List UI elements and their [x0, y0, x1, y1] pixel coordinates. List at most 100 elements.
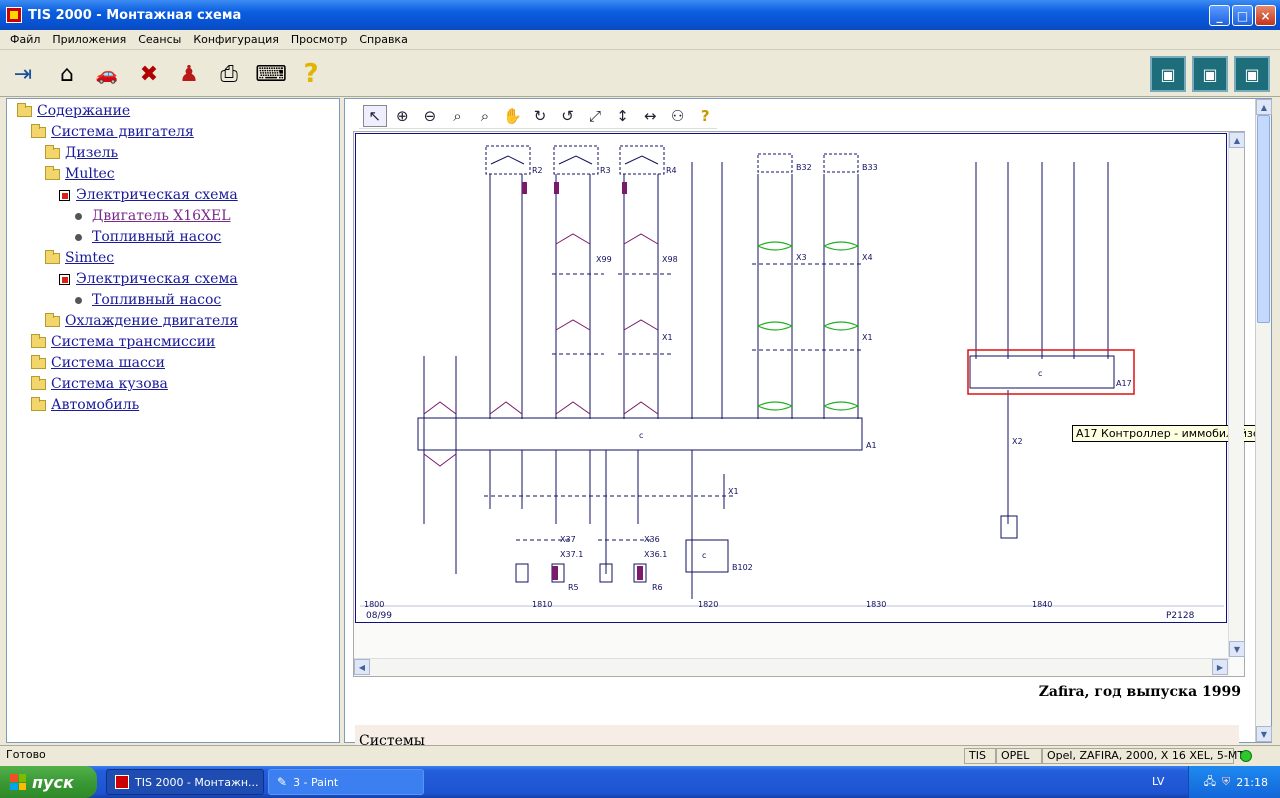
tree-item-label[interactable]: Simtec	[65, 250, 114, 266]
tree-item-label[interactable]: Система кузова	[51, 376, 168, 392]
scroll-up-icon[interactable]: ▲	[1229, 132, 1245, 148]
fit-window-icon[interactable]: ⤢	[583, 105, 607, 127]
folder-icon	[45, 148, 60, 159]
car-model-icon[interactable]: ▣	[1234, 56, 1270, 92]
tree-item[interactable]: Simtec	[45, 250, 114, 266]
folder-icon	[31, 127, 46, 138]
help-icon[interactable]: ?	[693, 105, 717, 127]
pan-hand-icon[interactable]: ✋	[501, 105, 525, 127]
exit-icon[interactable]: ⇥	[8, 59, 38, 89]
schematic-doc-icon	[59, 190, 70, 201]
tree-item-label[interactable]: Multec	[65, 166, 115, 182]
svg-text:ⅽ: ⅽ	[639, 431, 643, 440]
network-icon[interactable]: 🖧	[1204, 773, 1216, 792]
tree-item[interactable]: Multec	[45, 166, 115, 182]
tree-item[interactable]: Содержание	[17, 103, 130, 119]
menu-applications[interactable]: Приложения	[46, 33, 132, 46]
car-repair-icon[interactable]: 🚗	[92, 59, 122, 89]
connector-x36-1-label: X36.1	[644, 550, 667, 559]
tree-item[interactable]: Автомобиль	[31, 397, 139, 413]
car-service-icon[interactable]: ▣	[1192, 56, 1228, 92]
tree-item[interactable]: Система кузова	[31, 376, 168, 392]
diagram-horizontal-scrollbar[interactable]: ◀ ▶	[354, 658, 1230, 676]
folder-icon	[45, 316, 60, 327]
menu-configuration[interactable]: Конфигурация	[187, 33, 285, 46]
tree-item-label[interactable]: Система шасси	[51, 355, 165, 371]
tree-item-label[interactable]: Электрическая схема	[76, 187, 238, 203]
page-scroll-down-icon[interactable]: ▼	[1256, 726, 1272, 742]
stop-icon[interactable]: ✖	[134, 59, 164, 89]
rotate-right-icon[interactable]: ↻	[528, 105, 552, 127]
bullet-icon	[75, 297, 82, 304]
scroll-left-icon[interactable]: ◀	[354, 659, 370, 675]
keyboard-icon[interactable]: ⌨	[256, 59, 286, 89]
tree-item-label[interactable]: Система двигателя	[51, 124, 194, 140]
diagram-viewer: R2 R3 R4 B32 B33 X99 X98 X3 X4 X1 X1 A1 …	[353, 131, 1245, 677]
menu-file[interactable]: Файл	[4, 33, 46, 46]
diagram-vertical-scrollbar[interactable]: ▲ ▼	[1228, 132, 1244, 657]
sensor-b102-label: B102	[732, 563, 753, 572]
minimize-button[interactable]: _	[1209, 5, 1230, 26]
components-icon[interactable]: ⚇	[666, 105, 690, 127]
title-bar: TIS 2000 - Монтажная схема _ □ ×	[0, 0, 1280, 30]
tree-item-label[interactable]: Топливный насос	[92, 292, 221, 308]
connector-x1-right-label: X1	[862, 333, 873, 342]
page-scroll-up-icon[interactable]: ▲	[1256, 99, 1272, 115]
tree-item-label[interactable]: Система трансмиссии	[51, 334, 215, 350]
page-scroll-thumb[interactable]	[1257, 115, 1270, 323]
tree-item[interactable]: Дизель	[45, 145, 118, 161]
security-icon[interactable]: ⛨	[1222, 775, 1230, 789]
zoom-in-icon[interactable]: ⊕	[391, 105, 415, 127]
rotate-left-icon[interactable]: ↺	[556, 105, 580, 127]
tree-item[interactable]: Система двигателя	[31, 124, 194, 140]
app-icon	[6, 7, 22, 23]
task-tis2000[interactable]: TIS 2000 - Монтажн...	[106, 769, 264, 795]
tree-item[interactable]: Система шасси	[31, 355, 165, 371]
tree-item[interactable]: Двигатель X16XEL	[73, 208, 231, 224]
scroll-down-icon[interactable]: ▼	[1229, 641, 1245, 657]
menu-help[interactable]: Справка	[353, 33, 413, 46]
task-paint[interactable]: ✎ 3 - Paint	[268, 769, 424, 795]
tree-item[interactable]: Охлаждение двигателя	[45, 313, 238, 329]
tree-item[interactable]: Электрическая схема	[59, 271, 238, 287]
menu-view[interactable]: Просмотр	[285, 33, 353, 46]
zoom-icon[interactable]: ⌕	[446, 105, 470, 127]
sensor-b32-label: B32	[796, 163, 812, 172]
task-paint-label: 3 - Paint	[293, 776, 338, 789]
connector-x37-label: X37	[560, 535, 576, 544]
zoom-out-icon[interactable]: ⊖	[418, 105, 442, 127]
home-icon[interactable]: ⌂	[52, 59, 82, 89]
folder-icon	[31, 358, 46, 369]
fit-height-icon[interactable]: ↕	[611, 105, 635, 127]
tree-item-label[interactable]: Содержание	[37, 103, 130, 119]
relay-r3-label: R3	[600, 166, 611, 175]
car-diagnostics-icon[interactable]: ▣	[1150, 56, 1186, 92]
tree-item[interactable]: Система трансмиссии	[31, 334, 215, 350]
pointer-tool-icon[interactable]: ↖	[363, 105, 387, 127]
tree-item-label[interactable]: Электрическая схема	[76, 271, 238, 287]
scroll-right-icon[interactable]: ▶	[1212, 659, 1228, 675]
status-tis: TIS	[964, 748, 996, 764]
connector-x99-label: X99	[596, 255, 612, 264]
tree-item-label[interactable]: Автомобиль	[51, 397, 139, 413]
wiring-diagram[interactable]: R2 R3 R4 B32 B33 X99 X98 X3 X4 X1 X1 A1 …	[355, 133, 1227, 623]
print-icon[interactable]: ⎙	[214, 59, 244, 89]
tree-item[interactable]: Топливный насос	[73, 229, 221, 245]
language-indicator[interactable]: LV	[1152, 775, 1164, 788]
menu-sessions[interactable]: Сеансы	[132, 33, 187, 46]
tree-item[interactable]: Электрическая схема	[59, 187, 238, 203]
zoom-area-icon[interactable]: ⌕	[473, 105, 497, 127]
tree-item[interactable]: Топливный насос	[73, 292, 221, 308]
tree-item-label[interactable]: Топливный насос	[92, 229, 221, 245]
grid-1800-label: 1800	[364, 600, 384, 609]
tree-item-label[interactable]: Двигатель X16XEL	[92, 208, 231, 224]
start-button[interactable]: пуск	[0, 766, 97, 798]
maximize-button[interactable]: □	[1232, 5, 1253, 26]
close-button[interactable]: ×	[1255, 5, 1276, 26]
page-vertical-scrollbar[interactable]: ▲ ▼	[1255, 99, 1271, 742]
help-icon[interactable]: ?	[296, 59, 326, 89]
tree-item-label[interactable]: Дизель	[65, 145, 118, 161]
fit-width-icon[interactable]: ↔	[638, 105, 662, 127]
tree-item-label[interactable]: Охлаждение двигателя	[65, 313, 238, 329]
user-icon[interactable]: ♟	[174, 59, 204, 89]
